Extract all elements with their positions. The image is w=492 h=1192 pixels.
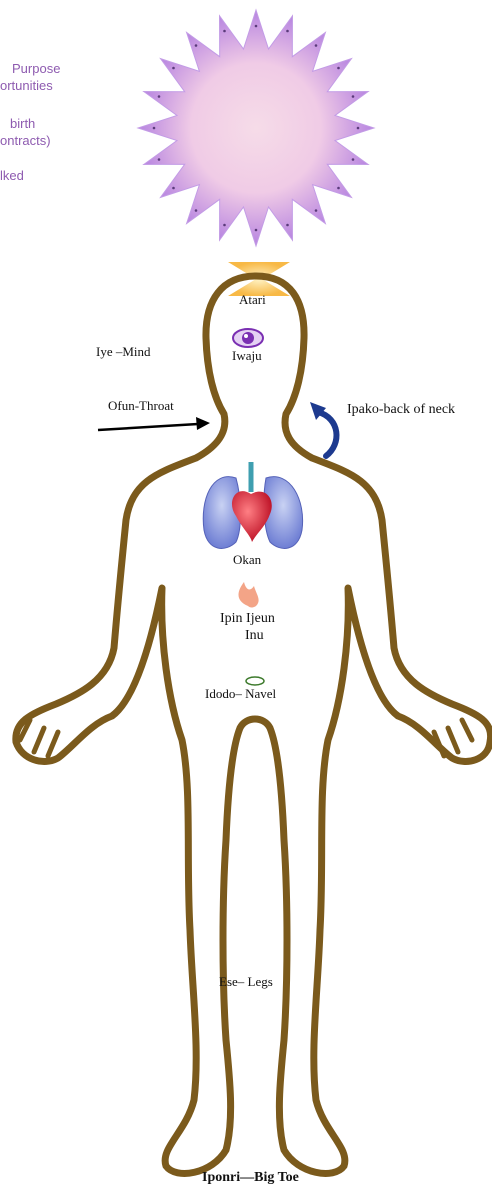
third-eye-icon <box>233 329 263 347</box>
note-line-3: birth <box>0 115 60 132</box>
navel-ring-icon <box>246 677 264 685</box>
star-dot <box>172 187 175 190</box>
curved-arrow-icon <box>310 402 336 456</box>
label-ese-legs: Ese– Legs <box>219 974 273 990</box>
star-dot <box>315 209 318 212</box>
star-dot <box>153 127 156 130</box>
star-dot <box>223 224 226 227</box>
label-iwaju: Iwaju <box>232 348 262 364</box>
label-atari: Atari <box>239 292 266 308</box>
star-dot <box>352 158 355 161</box>
star-dot <box>255 25 258 28</box>
star-dot <box>172 67 175 70</box>
label-ofun-throat: Ofun-Throat <box>108 398 174 414</box>
label-ipako-neck: Ipako-back of neck <box>347 402 455 418</box>
flame-icon <box>239 582 259 608</box>
label-okan: Okan <box>233 552 261 568</box>
note-line-4: ontracts) <box>0 132 60 149</box>
star-dot <box>255 229 258 232</box>
star-dot <box>337 67 340 70</box>
note-line-2: ortunities <box>0 77 60 94</box>
star-dot <box>158 158 161 161</box>
star-dot <box>223 30 226 33</box>
star-dot <box>158 95 161 98</box>
star-dot <box>195 44 198 47</box>
label-iye-mind: Iye –Mind <box>96 344 151 360</box>
label-iponri-big-toe: Iponri—Big Toe <box>202 1170 299 1186</box>
left-hand-fingers <box>20 720 58 756</box>
note-line-1: Purpose <box>0 60 60 77</box>
label-inu: Inu <box>245 628 264 644</box>
crown-star-icon <box>138 10 374 246</box>
right-hand-fingers <box>434 720 472 756</box>
star-dot <box>286 30 289 33</box>
star-dot <box>352 95 355 98</box>
star-dot <box>195 209 198 212</box>
note-line-5: lked <box>0 167 60 184</box>
star-dot <box>357 127 360 130</box>
star-dot <box>315 44 318 47</box>
throat-arrow-icon <box>98 417 210 430</box>
star-dot <box>286 224 289 227</box>
label-ipin-ijeun: Ipin Ijeun <box>220 611 275 627</box>
star-dot <box>337 187 340 190</box>
heart-lungs-icon <box>203 462 302 548</box>
crown-notes: Purpose ortunities birth ontracts) lked <box>0 60 60 184</box>
label-idodo-navel: Idodo– Navel <box>205 686 276 702</box>
